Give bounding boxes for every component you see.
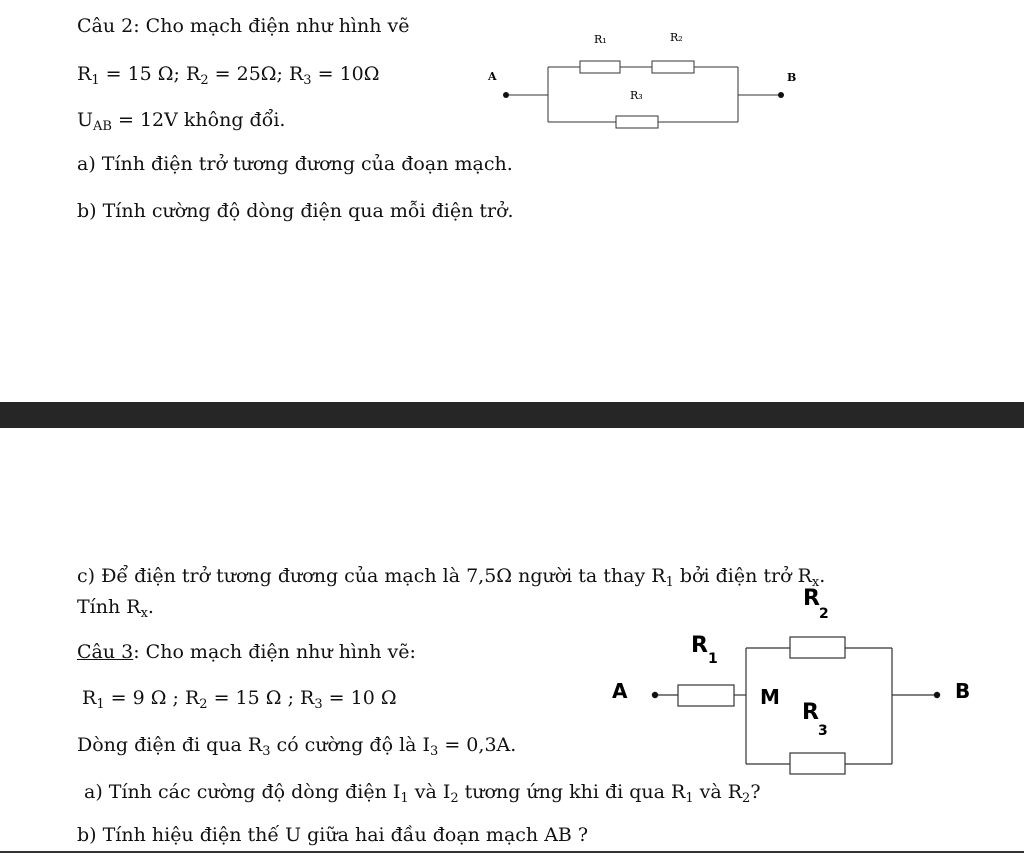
q2-part-a: a) Tính điện trở tương đương của đoạn mạ… <box>77 153 513 175</box>
q3a-text-b: và I <box>408 781 451 803</box>
q3-r3-diagram-sub: 3 <box>818 723 828 739</box>
r3-sub: 3 <box>303 73 312 88</box>
q2c-sub1: 1 <box>665 575 674 590</box>
q2c-line2: Tính Rx. <box>77 595 154 626</box>
q3-terminal-b-label: B <box>955 679 970 703</box>
q3-r2-diagram-label: R <box>803 586 820 611</box>
q3-part-a: a) Tính các cường độ dòng điện I1 và I2 … <box>84 780 761 811</box>
q3-r1-value: = 9 Ω ; <box>104 687 185 709</box>
voltage-rest: = 12V không đổi. <box>111 109 286 131</box>
bottom-edge-rule <box>0 851 1024 853</box>
q2-voltage: UAB = 12V không đổi. <box>77 108 285 139</box>
r1-sub: 1 <box>91 73 100 88</box>
q3-title-label: Câu 3 <box>77 641 134 663</box>
q3-r3-sub: 3 <box>314 697 323 712</box>
q2-part-b: b) Tính cường độ dòng điện qua mỗi điện … <box>77 200 514 222</box>
q3-resistor-values: R1 = 9 Ω ; R2 = 15 Ω ; R3 = 10 Ω <box>82 686 397 717</box>
terminal-b-dot <box>778 92 784 98</box>
u-sub: AB <box>93 119 112 134</box>
top-page: Câu 2: Cho mạch điện như hình vẽ R1 = 15… <box>0 0 1024 402</box>
r1-value: = 15 Ω; <box>99 63 187 85</box>
r2-label: R <box>186 63 201 85</box>
q2c-sub2: x <box>811 575 820 590</box>
q3-r2-label: R <box>184 687 200 709</box>
q3a-sub3: 1 <box>685 791 694 806</box>
q3-r1-label: R <box>82 687 97 709</box>
terminal-b-label: B <box>787 71 796 84</box>
q3-current-c: = 0,3A. <box>438 734 517 756</box>
q3a-sub2: 2 <box>450 791 459 806</box>
q3-junction-m-label: M <box>760 685 780 709</box>
q3-r3-resistor <box>789 752 846 775</box>
r3-value: = 10Ω <box>311 63 380 85</box>
q3-r2-sub: 2 <box>199 697 208 712</box>
r1-label: R <box>77 63 92 85</box>
q2-circuit-diagram: A B R₁ R₂ R₃ <box>487 31 796 129</box>
q2c-line2-sub: x <box>140 606 148 621</box>
q2-title: Câu 2: Cho mạch điện như hình vẽ <box>77 15 410 37</box>
q3-current: Dòng điện đi qua R3 có cường độ là I3 = … <box>77 733 516 764</box>
q3-r3-value: = 10 Ω <box>322 687 397 709</box>
terminal-a-label: A <box>487 70 497 83</box>
q3-current-sub: 3 <box>262 744 271 759</box>
q3-r1-resistor <box>677 684 735 707</box>
q3-r1-diagram-label: R <box>691 633 708 658</box>
q3-r2-resistor <box>789 636 846 659</box>
q2c-text-b: bởi điện trở R <box>673 565 812 587</box>
r1-diagram-label: R₁ <box>594 33 607 46</box>
q3-title: Câu 3: Cho mạch điện như hình vẽ: <box>77 640 416 664</box>
q3a-sub4: 2 <box>742 791 751 806</box>
q3a-sub1: 1 <box>400 791 409 806</box>
q2-resistor-values: R1 = 15 Ω; R2 = 25Ω; R3 = 10Ω <box>77 62 380 93</box>
q3-circuit-diagram: A B M R 1 R 2 R 3 <box>612 586 970 775</box>
q3a-text-a: a) Tính các cường độ dòng điện I <box>84 781 401 803</box>
u-label: U <box>77 109 94 131</box>
q2c-line2-end: . <box>147 596 154 618</box>
q2c-text-c: . <box>819 565 826 587</box>
q3-terminal-a-label: A <box>612 679 628 703</box>
r2-diagram-label: R₂ <box>670 31 683 44</box>
q2c-line2-text: Tính R <box>77 596 141 618</box>
terminal-a-dot <box>503 92 509 98</box>
q3-terminal-a-dot <box>651 691 659 699</box>
q3-current-a: Dòng điện đi qua R <box>77 734 263 756</box>
q3-current-b: có cường độ là I <box>270 734 431 756</box>
q3a-text-e: ? <box>750 781 761 803</box>
q3-title-rest: : Cho mạch điện như hình vẽ: <box>133 641 416 663</box>
q3-part-b: b) Tính hiệu điện thế U giữa hai đầu đoạ… <box>77 824 589 846</box>
r3-label: R <box>288 63 304 85</box>
q3a-text-d: và R <box>693 781 743 803</box>
r3-diagram-label: R₃ <box>630 89 643 102</box>
q3-r2-value: = 15 Ω ; <box>207 687 301 709</box>
q2c-text-a: c) Để điện trở tương đương của mạch là 7… <box>77 565 666 587</box>
q3-r1-diagram-sub: 1 <box>708 651 718 667</box>
q3-r1-sub: 1 <box>96 697 105 712</box>
q3-r2-diagram-sub: 2 <box>819 606 829 622</box>
q3-r3-diagram-label: R <box>802 700 819 725</box>
q3-current-sub2: 3 <box>430 744 439 759</box>
q3-terminal-b-dot <box>933 691 941 699</box>
page-divider-bar <box>0 402 1024 428</box>
q3a-text-c: tương ứng khi đi qua R <box>458 781 686 803</box>
r3-resistor <box>615 115 659 129</box>
q2c-line1: c) Để điện trở tương đương của mạch là 7… <box>77 564 825 595</box>
r1-resistor <box>579 60 621 74</box>
r2-resistor <box>651 60 695 74</box>
bottom-page: c) Để điện trở tương đương của mạch là 7… <box>0 428 1024 854</box>
r2-value: = 25Ω; <box>208 63 289 85</box>
r2-sub: 2 <box>200 73 209 88</box>
q3-r3-label: R <box>300 687 315 709</box>
